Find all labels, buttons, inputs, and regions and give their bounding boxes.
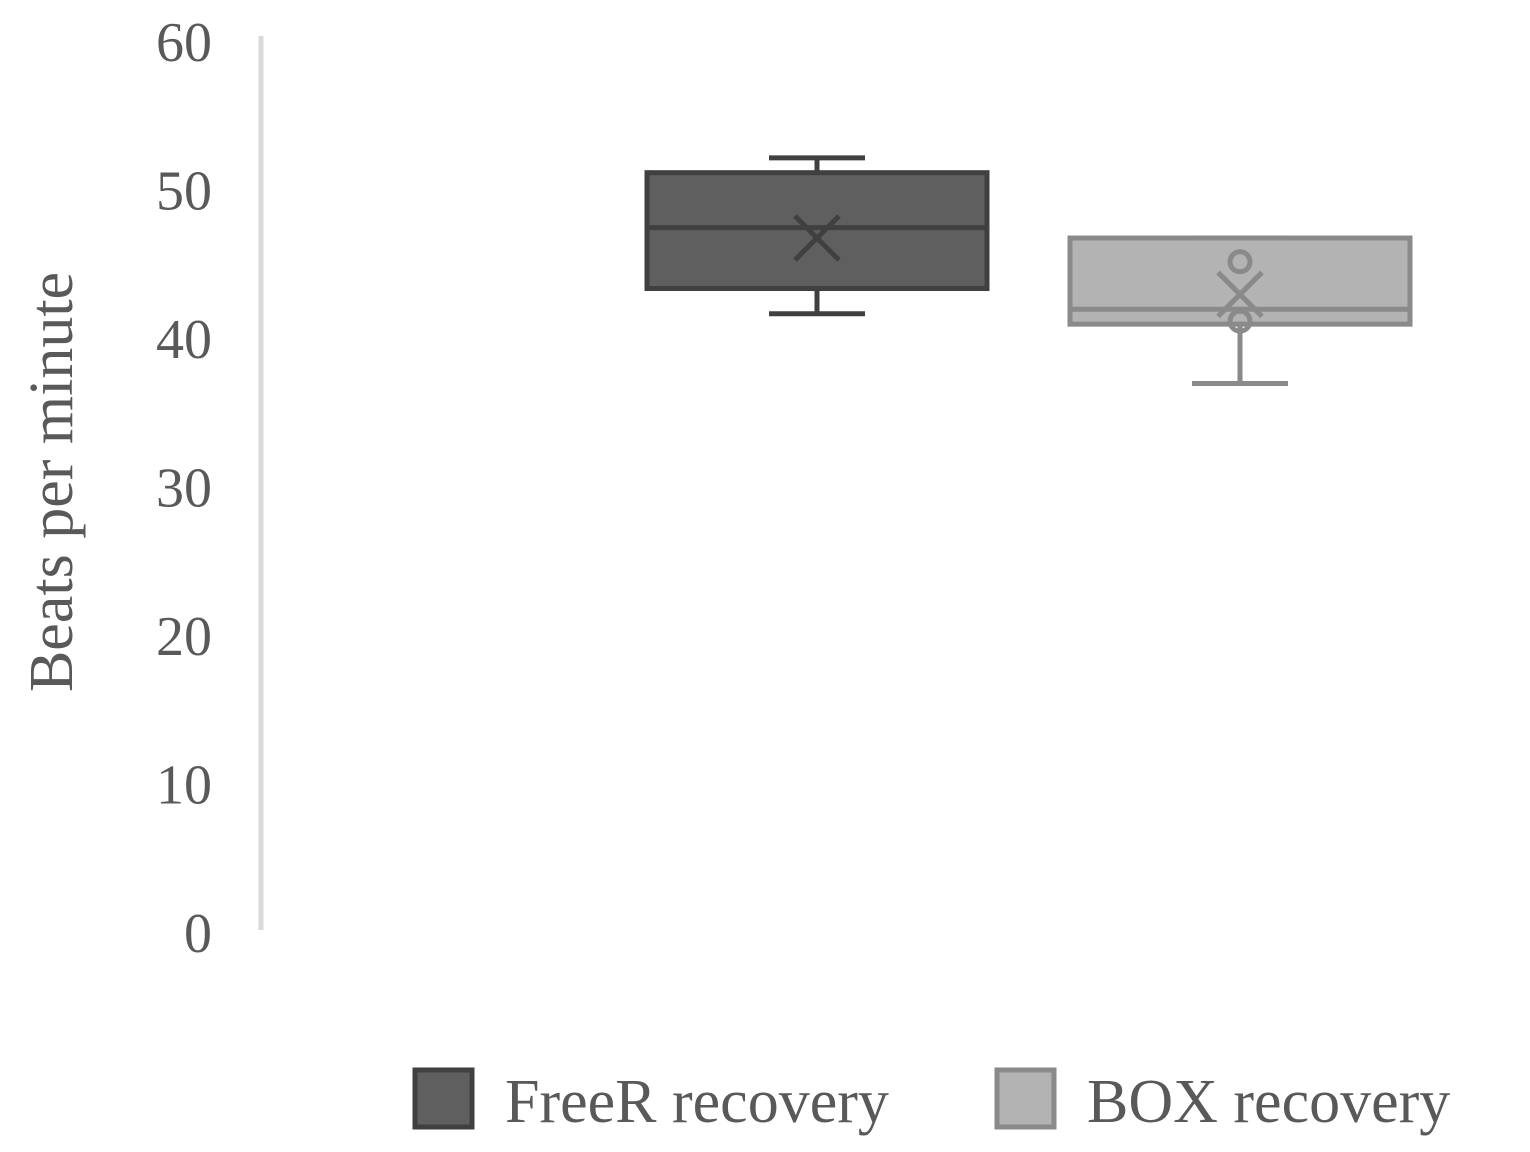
legend: FreeR recovery BOX recovery — [412, 1067, 1450, 1136]
y-tick-label: 20 — [156, 606, 212, 668]
legend-item-2: BOX recovery — [994, 1067, 1450, 1136]
box-body — [644, 170, 990, 292]
box-2 — [1067, 235, 1413, 387]
y-tick-label: 30 — [156, 458, 212, 520]
y-tick-labels: 0 10 20 30 40 50 60 — [156, 12, 212, 965]
y-tick-label: 10 — [156, 755, 212, 817]
legend-item-1: FreeR recovery — [412, 1067, 889, 1136]
y-axis-title: Beats per minute — [18, 272, 86, 692]
legend-swatch — [994, 1067, 1057, 1130]
y-tick-label: 0 — [184, 903, 212, 965]
legend-label: FreeR recovery — [505, 1068, 889, 1136]
y-tick-label: 40 — [156, 309, 212, 371]
mean-marker — [1216, 270, 1264, 319]
legend-label: BOX recovery — [1087, 1068, 1450, 1136]
legend-swatch — [412, 1067, 475, 1130]
y-tick-label: 60 — [156, 12, 212, 74]
mean-marker — [793, 214, 841, 262]
box-1 — [644, 155, 990, 317]
y-tick-label: 50 — [156, 161, 212, 223]
box-series — [644, 155, 1413, 387]
outlier-point — [1227, 308, 1253, 334]
outlier-point — [1227, 249, 1253, 275]
